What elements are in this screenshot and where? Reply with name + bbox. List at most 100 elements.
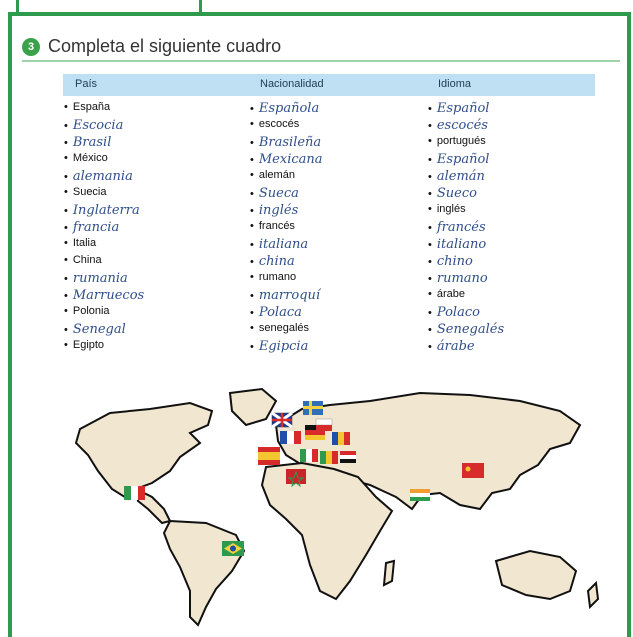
top-strip xyxy=(0,0,633,14)
bullet-mark: • xyxy=(250,205,254,217)
header-pais: País xyxy=(75,78,98,90)
africa-landmass xyxy=(260,461,394,601)
handwritten-answer: Española xyxy=(258,101,320,116)
handwritten-answer: Español xyxy=(436,101,490,116)
handwritten-answer: Brasil xyxy=(72,135,112,150)
bullet-mark: • xyxy=(428,135,432,147)
bullet-mark: • xyxy=(64,254,68,266)
bullet-mark: • xyxy=(64,152,68,164)
handwritten-answer: italiana xyxy=(258,237,309,252)
bullet-mark: • xyxy=(250,322,254,334)
exercise-number-badge: 3 xyxy=(22,37,40,56)
greenland-landmass xyxy=(228,387,278,427)
bullet-mark: • xyxy=(428,203,432,215)
cell-nacionalidad: •escocés xyxy=(250,118,299,130)
bullet-mark: • xyxy=(64,273,68,285)
printed-word: portugués xyxy=(436,135,486,147)
printed-word: España xyxy=(72,101,111,113)
new-zealand-landmass xyxy=(586,580,600,610)
cell-nacionalidad: •Mexicana xyxy=(250,152,323,167)
printed-word: Italia xyxy=(72,237,97,249)
bullet-mark: • xyxy=(64,171,68,183)
bullet-mark: • xyxy=(64,120,68,132)
handwritten-answer: inglés xyxy=(258,203,299,218)
handwritten-answer: rumania xyxy=(72,271,128,286)
bullet-mark: • xyxy=(64,305,68,317)
frame-line-left xyxy=(16,0,19,14)
printed-word: francés xyxy=(258,220,295,232)
brazil-flag xyxy=(222,541,244,556)
bullet-mark: • xyxy=(250,188,254,200)
cell-nacionalidad: • inglés xyxy=(250,203,298,218)
bullet-mark: • xyxy=(64,101,68,113)
handwritten-answer: Escocia xyxy=(72,118,124,133)
handwritten-answer: escocés xyxy=(436,118,488,133)
cell-pais: • Polonia xyxy=(64,305,110,317)
handwritten-answer: Egipcia xyxy=(258,339,309,354)
germany-flag xyxy=(305,425,325,440)
cell-idioma: •escocés xyxy=(428,118,488,133)
printed-word: árabe xyxy=(436,288,465,300)
bullet-mark: • xyxy=(250,256,254,268)
cell-idioma: • alemán xyxy=(428,169,485,184)
spain-flag xyxy=(258,447,280,465)
bullet-mark: • xyxy=(428,239,432,251)
cell-pais: •Italia xyxy=(64,237,96,249)
bullet-mark: • xyxy=(428,273,432,285)
cell-nacionalidad: •marroquí xyxy=(250,288,320,303)
printed-word: Polonia xyxy=(72,305,110,317)
handwritten-answer: rumano xyxy=(436,271,488,286)
bullet-mark: • xyxy=(64,290,68,302)
cell-pais: •francia xyxy=(64,220,119,235)
cell-idioma: • Español xyxy=(428,152,489,167)
handwritten-answer: Español xyxy=(436,152,490,167)
cell-idioma: • portugués xyxy=(428,135,486,147)
bullet-mark: • xyxy=(428,103,432,115)
header-nacionalidad: Nacionalidad xyxy=(260,78,324,90)
bullet-mark: • xyxy=(428,341,432,353)
cell-idioma: •chino xyxy=(428,254,473,269)
poland-flag xyxy=(315,418,333,431)
handwritten-answer: italiano xyxy=(436,237,487,252)
cell-pais: •China xyxy=(64,254,102,266)
india-flag xyxy=(410,489,430,501)
cell-nacionalidad: •china xyxy=(250,254,295,269)
bullet-mark: • xyxy=(64,222,68,234)
morocco-flag xyxy=(286,469,306,488)
handwritten-answer: Mexicana xyxy=(258,152,323,167)
cell-pais: •Suecia xyxy=(64,186,107,198)
france-flag xyxy=(280,431,301,444)
australia-landmass xyxy=(494,549,578,601)
frame-line-mid xyxy=(199,0,202,14)
handwritten-answer: Polaca xyxy=(258,305,302,320)
cell-idioma: •Sueco xyxy=(428,186,477,201)
cell-idioma: •inglés xyxy=(428,203,466,215)
bullet-mark: • xyxy=(428,171,432,183)
handwritten-answer: Sueca xyxy=(258,186,299,201)
cell-idioma: • árabe xyxy=(428,339,475,354)
romania-flag xyxy=(332,432,350,445)
exercise-title: Completa el siguiente cuadro xyxy=(48,36,282,56)
cell-nacionalidad: • francés xyxy=(250,220,295,232)
bullet-mark: • xyxy=(250,220,254,232)
cell-pais: • España xyxy=(64,101,110,113)
madagascar-landmass xyxy=(382,559,396,587)
egypt-flag xyxy=(340,451,356,463)
bullet-mark: • xyxy=(428,256,432,268)
cell-nacionalidad: •rumano xyxy=(250,271,296,283)
united-kingdom-flag xyxy=(271,411,293,429)
cell-pais: •Egipto xyxy=(64,339,104,351)
sweden-flag xyxy=(303,401,323,415)
cell-idioma: •francés xyxy=(428,220,486,235)
bullet-mark: • xyxy=(250,307,254,319)
cell-nacionalidad: •Brasileña xyxy=(250,135,321,150)
cell-pais: •Marruecos xyxy=(64,288,144,303)
handwritten-answer: alemán xyxy=(436,169,485,184)
handwritten-answer: árabe xyxy=(436,339,475,354)
cell-pais: •Brasil xyxy=(64,135,111,150)
cell-pais: •Senegal xyxy=(64,322,126,337)
handwritten-answer: marroquí xyxy=(258,288,321,303)
bullet-mark: • xyxy=(428,307,432,319)
bullet-mark: • xyxy=(428,288,432,300)
bullet-mark: • xyxy=(428,154,432,166)
